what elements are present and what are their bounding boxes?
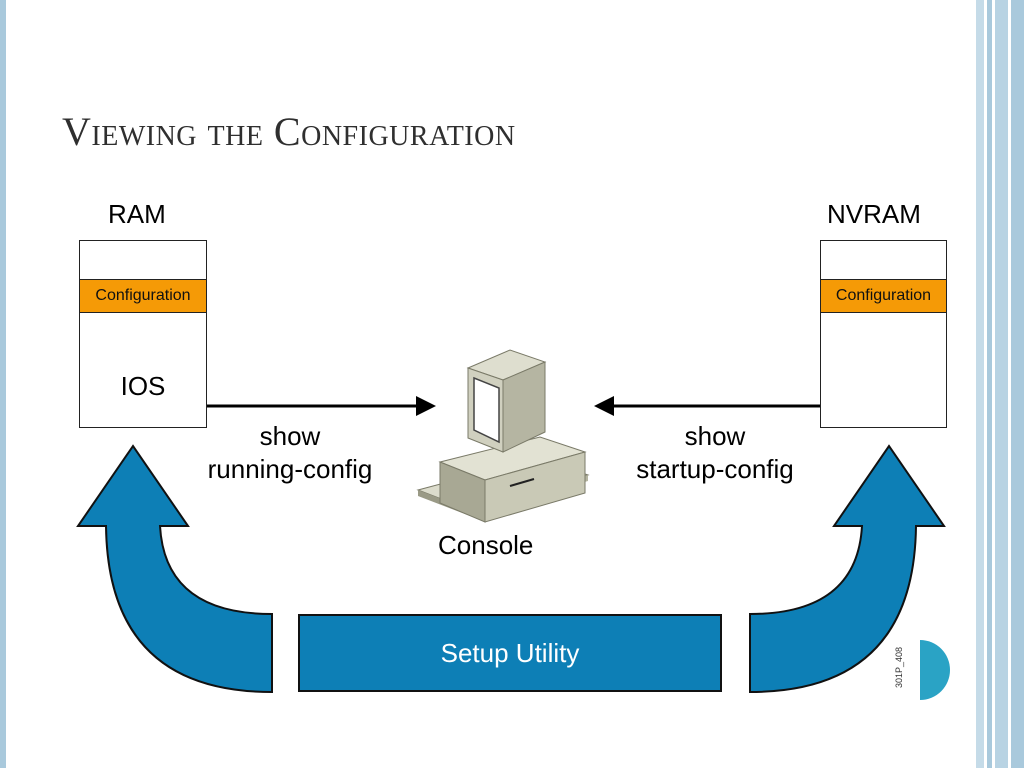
console-computer-icon [416, 349, 590, 523]
setup-utility-bar: Setup Utility [298, 614, 722, 692]
ram-box: Configuration IOS [79, 240, 207, 428]
ram-config-label: Configuration [80, 279, 206, 313]
ram-ios-label: IOS [120, 371, 166, 401]
figure-code: 301P_408 [894, 647, 904, 688]
show-startup-config-label: show startup-config [610, 420, 820, 485]
right-upward-arrow [749, 444, 946, 694]
left-border-stripe [0, 0, 6, 768]
nvram-config-label: Configuration [821, 279, 946, 313]
right-command-arrowhead [594, 396, 614, 416]
right-border-stripe-1 [976, 0, 984, 768]
setup-utility-label: Setup Utility [440, 637, 580, 668]
console-label: Console [438, 530, 534, 560]
left-upward-arrow [76, 444, 273, 694]
right-command-line-1: show [684, 421, 746, 451]
accent-half-circle [920, 640, 950, 700]
nvram-title: NVRAM [827, 199, 921, 229]
show-running-config-label: show running-config [192, 420, 388, 485]
left-command-line-1: show [259, 421, 321, 451]
right-command-line-2: startup-config [636, 453, 794, 484]
slide-title: Viewing the Configuration [62, 109, 516, 154]
left-command-line-2: running-config [207, 453, 373, 484]
nvram-box: Configuration [820, 240, 947, 428]
right-border-stripe-4 [1011, 0, 1024, 768]
right-border-stripe-2 [987, 0, 992, 768]
left-command-arrowhead [416, 396, 436, 416]
ram-title: RAM [108, 199, 166, 229]
right-border-stripe-3 [995, 0, 1008, 768]
